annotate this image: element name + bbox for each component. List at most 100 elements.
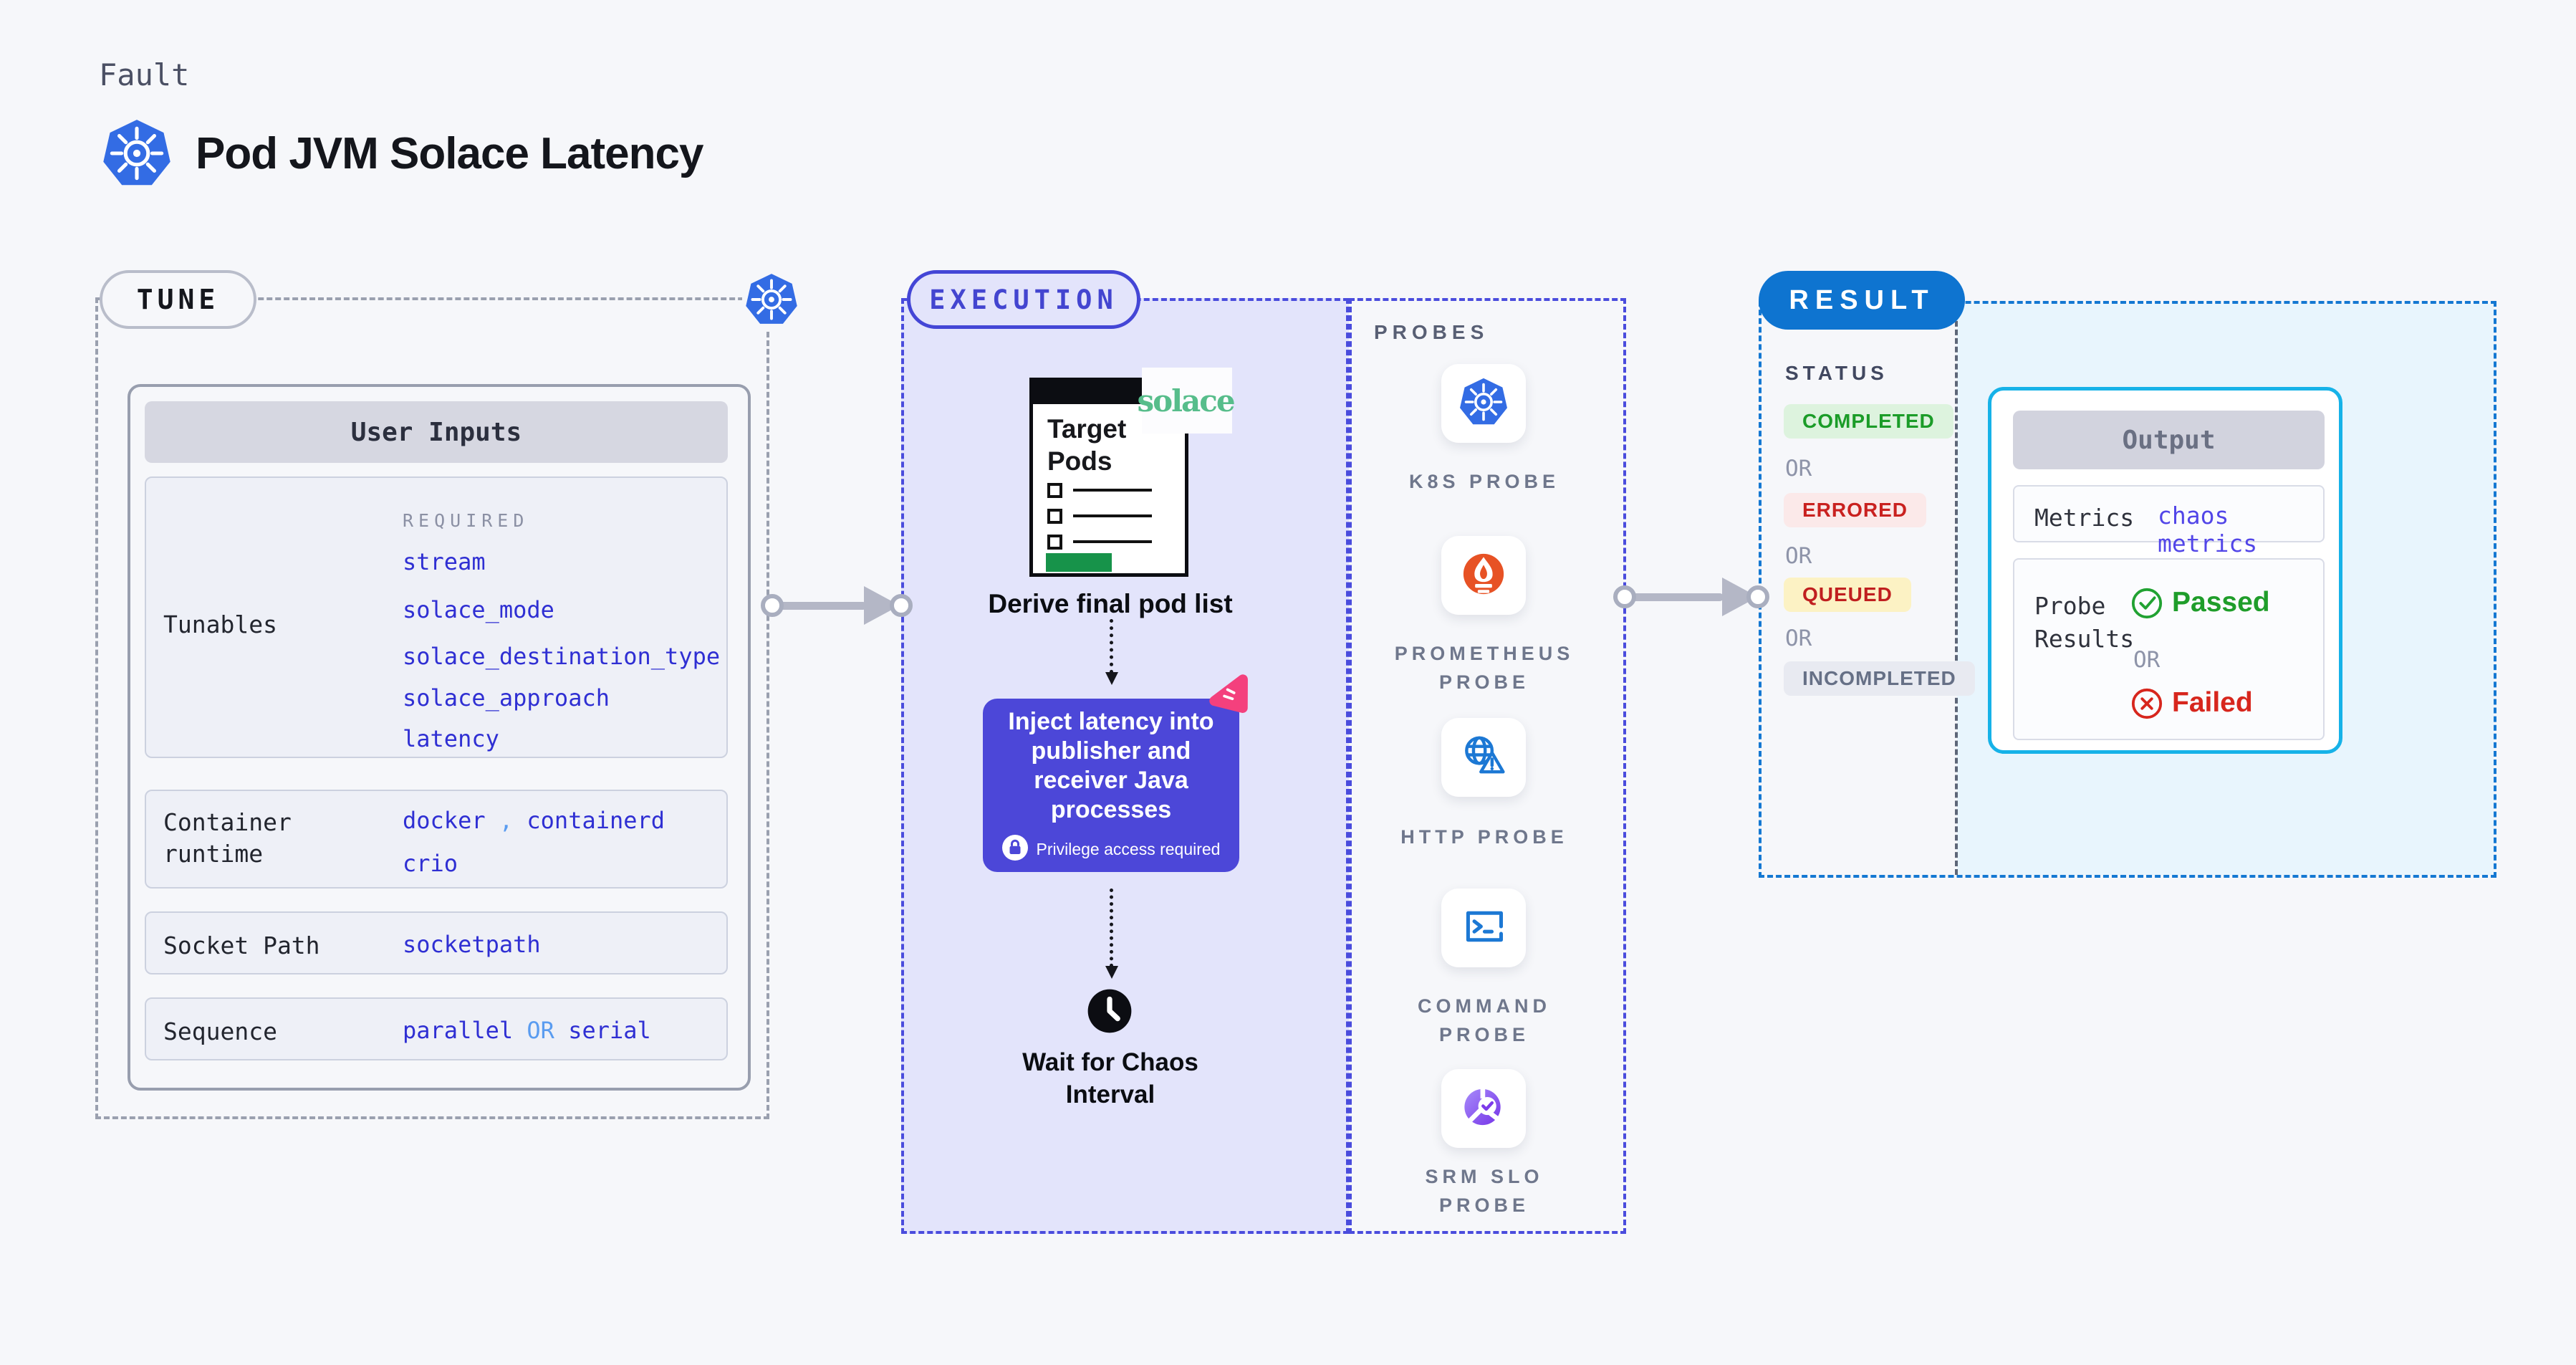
inject-latency-step: Inject latency into publisher and receiv… [983, 699, 1239, 872]
probe-results-or: OR [2133, 647, 2161, 673]
flow-dotted-arrow [1110, 889, 1113, 967]
passed-label: Passed [2172, 587, 2270, 618]
srm-probe-label-line2: PROBE [1438, 1194, 1530, 1216]
inject-text-line: processes [1050, 795, 1172, 823]
derive-pod-list-label: Derive final pod list [988, 589, 1233, 618]
checkbox-line [1073, 540, 1152, 543]
status-badge-incompleted: INCOMPLETED [1784, 661, 1975, 696]
prometheus-probe-label-line2: PROBE [1438, 671, 1530, 693]
http-probe-label: HTTP PROBE [1400, 826, 1568, 848]
privilege-note: Privilege access required [1001, 834, 1221, 864]
socket-path-row: Socket Path socketpath [145, 911, 728, 974]
connector-dot [1613, 585, 1636, 608]
privilege-note-text: Privilege access required [1036, 839, 1221, 858]
probe-results-label-line2: Results [2034, 625, 2135, 653]
command-probe-card [1441, 889, 1526, 967]
user-inputs-header: User Inputs [145, 401, 728, 463]
execution-pill: EXECUTION [907, 270, 1140, 329]
terminal-icon [1458, 901, 1509, 956]
window-title-line2: Pods [1047, 446, 1112, 476]
sequence-row: Sequence parallel OR serial [145, 997, 728, 1060]
chaos-sticker-icon [1203, 666, 1256, 722]
probe-results-label-line1: Probe [2034, 592, 2106, 620]
prometheus-probe-label-line1: PROMETHEUS [1394, 643, 1575, 664]
sequence-or: OR [527, 1017, 554, 1044]
socket-path-label: Socket Path [163, 931, 320, 959]
tune-to-execution-arrow [772, 602, 867, 610]
prometheus-icon [1457, 547, 1510, 604]
probe-results-row: Probe Results Passed OR Failed [2013, 558, 2325, 740]
wait-interval-label: Wait for Chaos Interval [967, 1046, 1254, 1111]
tunable-value: stream [403, 548, 486, 575]
result-pill: RESULT [1759, 271, 1965, 330]
probes-panel-title: PROBES [1374, 321, 1489, 343]
solace-logo-text: solace [1137, 383, 1235, 418]
connector-dot [890, 594, 913, 617]
runtime-crio: crio [403, 850, 458, 877]
prometheus-probe-card [1441, 536, 1526, 615]
solace-logo: solace [1137, 368, 1236, 434]
window-title-line1: Target [1047, 414, 1127, 444]
failed-label: Failed [2172, 687, 2253, 718]
tunable-value: solace_destination_type [403, 643, 721, 670]
lock-icon [1001, 834, 1028, 864]
tune-section-box [95, 297, 769, 1119]
container-runtime-label-line1: Container [163, 808, 292, 836]
wait-line1: Wait for Chaos [1022, 1048, 1198, 1076]
checkbox-line [1073, 489, 1152, 492]
metrics-row: Metrics chaos metrics [2013, 485, 2325, 557]
http-probe-card [1441, 718, 1526, 797]
runtime-docker: docker [403, 807, 486, 834]
srm-slo-probe-card [1441, 1069, 1526, 1148]
sequence-value: parallel OR serial [403, 1017, 651, 1044]
page-title: Pod JVM Solace Latency [196, 129, 703, 178]
status-badge-queued: QUEUED [1784, 578, 1911, 612]
runtime-separator: , [499, 807, 514, 834]
flow-dotted-arrowhead [1105, 672, 1118, 685]
passed-check-icon [2130, 587, 2163, 623]
execution-pill-label: EXECUTION [929, 284, 1118, 315]
sequence-parallel: parallel [403, 1017, 514, 1044]
inject-text-line: Inject latency into [1008, 707, 1214, 735]
command-probe-label-line1: COMMAND [1418, 995, 1551, 1017]
output-title: Output [2122, 425, 2216, 455]
tunables-row: Tunables REQUIRED stream solace_mode sol… [145, 476, 728, 758]
tunables-label: Tunables [163, 610, 277, 638]
status-or: OR [1785, 626, 1812, 651]
status-column-title: STATUS [1785, 362, 1888, 384]
command-probe-label-line2: PROBE [1438, 1024, 1530, 1045]
status-badge-errored: ERRORED [1784, 493, 1927, 527]
flow-dotted-arrow [1110, 619, 1113, 674]
required-tag: REQUIRED [403, 510, 529, 531]
slo-pie-check-icon [1457, 1081, 1510, 1137]
sequence-serial: serial [568, 1017, 651, 1044]
tune-pill-label: TUNE [136, 284, 220, 315]
checkbox-icon [1047, 509, 1062, 524]
k8s-probe-label: K8S PROBE [1408, 471, 1560, 492]
green-button-shape [1046, 553, 1112, 572]
status-or: OR [1785, 456, 1812, 482]
command-probe-label: COMMAND PROBE [1350, 992, 1618, 1049]
result-pill-label: RESULT [1789, 284, 1935, 315]
status-or: OR [1785, 543, 1812, 569]
flow-dotted-arrowhead [1105, 966, 1118, 979]
metrics-value: chaos metrics [2158, 502, 2258, 557]
probes-panel-box [1349, 298, 1626, 1234]
output-card: Output Metrics chaos metrics Probe Resul… [1988, 387, 2342, 754]
tune-pill: TUNE [100, 270, 256, 329]
tunable-value: solace_approach [403, 684, 610, 712]
metrics-label: Metrics [2034, 504, 2135, 532]
srm-probe-label-line1: SRM SLO [1425, 1166, 1544, 1187]
wait-line2: Interval [1065, 1081, 1155, 1108]
inject-text-line: receiver Java [1034, 766, 1188, 794]
inject-text-line: publisher and [1031, 737, 1191, 765]
tunable-value: latency [403, 725, 499, 752]
container-runtime-label-line2: runtime [163, 840, 264, 868]
user-inputs-card [128, 384, 751, 1091]
http-globe-warning-icon [1457, 729, 1510, 786]
clock-icon [1086, 987, 1133, 1035]
probes-to-result-arrow [1625, 593, 1724, 601]
prometheus-probe-label: PROMETHEUS PROBE [1350, 639, 1618, 696]
kubernetes-icon [1458, 376, 1509, 431]
